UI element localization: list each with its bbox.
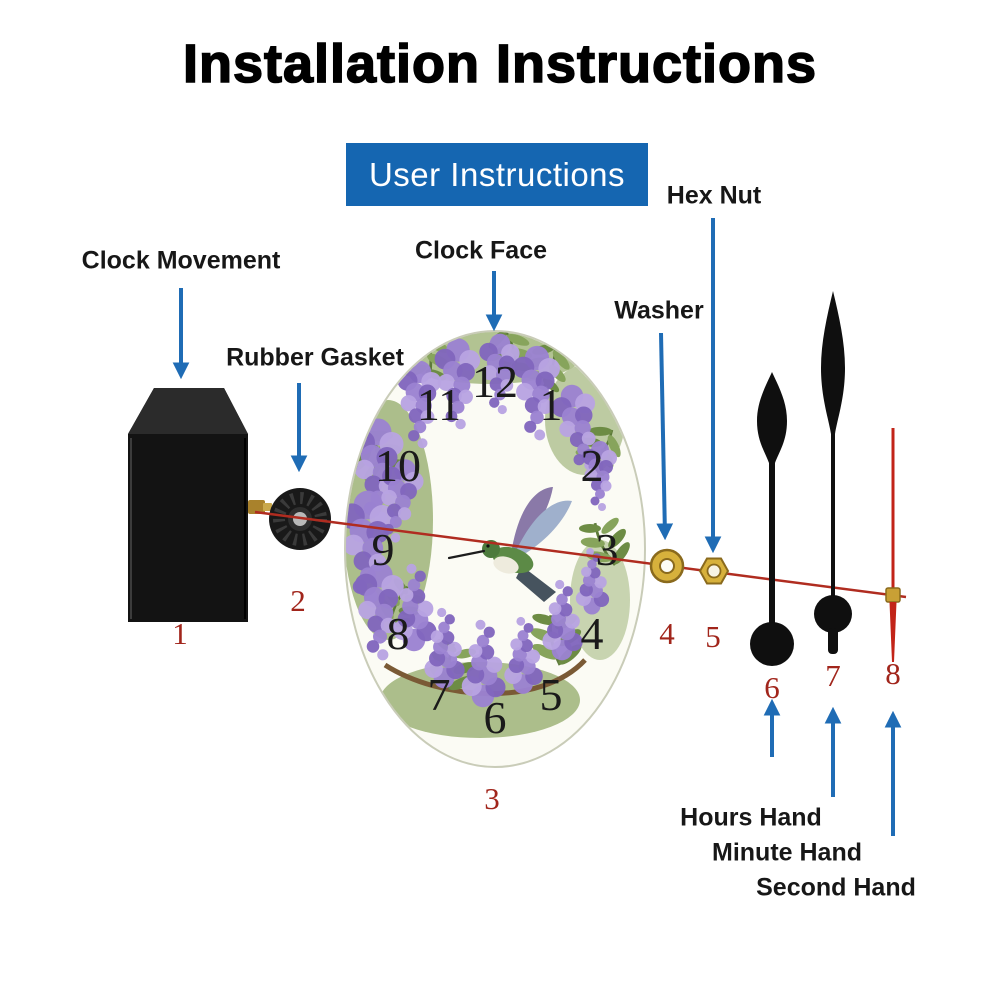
part-number-1: 1: [172, 616, 188, 651]
movement-shaft: [248, 500, 265, 514]
clock-numeral-3: 3: [596, 524, 619, 575]
clock-face-graphic: 1 2 3 4 5 6 7 8 9 10 11 12: [344, 330, 646, 768]
minute-hand-graphic: [814, 291, 852, 654]
label-clock-movement: Clock Movement: [81, 246, 281, 275]
part-number-2: 2: [290, 583, 306, 618]
clock-numeral-5: 5: [540, 669, 563, 720]
pointer-arrows: [172, 218, 902, 836]
clock-numeral-4: 4: [581, 608, 604, 659]
clock-face-numerals: 1 2 3 4 5 6 7 8 9 10 11 12: [372, 356, 619, 743]
clock-numeral-11: 11: [417, 379, 461, 430]
label-hex-nut: Hex Nut: [666, 181, 762, 210]
hex-nut-graphic: [698, 557, 730, 585]
hummingbird-illustration: [447, 487, 572, 602]
arrow-washer: [656, 332, 674, 541]
label-second-hand: Second Hand: [756, 873, 916, 902]
label-minute-hand: Minute Hand: [712, 838, 862, 867]
part-number-4: 4: [659, 616, 675, 651]
clock-numeral-9: 9: [372, 524, 395, 575]
page-title: Installation Instructions: [182, 33, 818, 95]
label-washer: Washer: [614, 296, 704, 325]
banner-label: User Instructions: [368, 155, 626, 193]
washer-graphic: [649, 548, 685, 584]
clock-numeral-10: 10: [375, 440, 421, 491]
label-clock-face: Clock Face: [414, 236, 548, 265]
hours-hand-graphic: [750, 372, 794, 666]
clock-numeral-12: 12: [472, 356, 518, 407]
part-number-5: 5: [705, 619, 721, 654]
label-rubber-gasket: Rubber Gasket: [226, 343, 404, 372]
part-number-3: 3: [484, 781, 500, 816]
clock-numeral-6: 6: [484, 692, 507, 743]
label-hours-hand: Hours Hand: [680, 803, 822, 832]
user-instructions-banner: User Instructions: [346, 143, 648, 206]
clock-numeral-8: 8: [387, 608, 410, 659]
clock-movement-graphic: [128, 388, 272, 622]
clock-numeral-1: 1: [540, 379, 563, 430]
clock-numeral-2: 2: [581, 440, 604, 491]
part-number-7: 7: [825, 658, 841, 693]
shaft-axis-line: [254, 510, 907, 599]
part-number-6: 6: [764, 670, 780, 705]
second-hand-graphic: [885, 428, 901, 662]
clock-numeral-7: 7: [428, 669, 451, 720]
part-number-8: 8: [885, 656, 901, 691]
